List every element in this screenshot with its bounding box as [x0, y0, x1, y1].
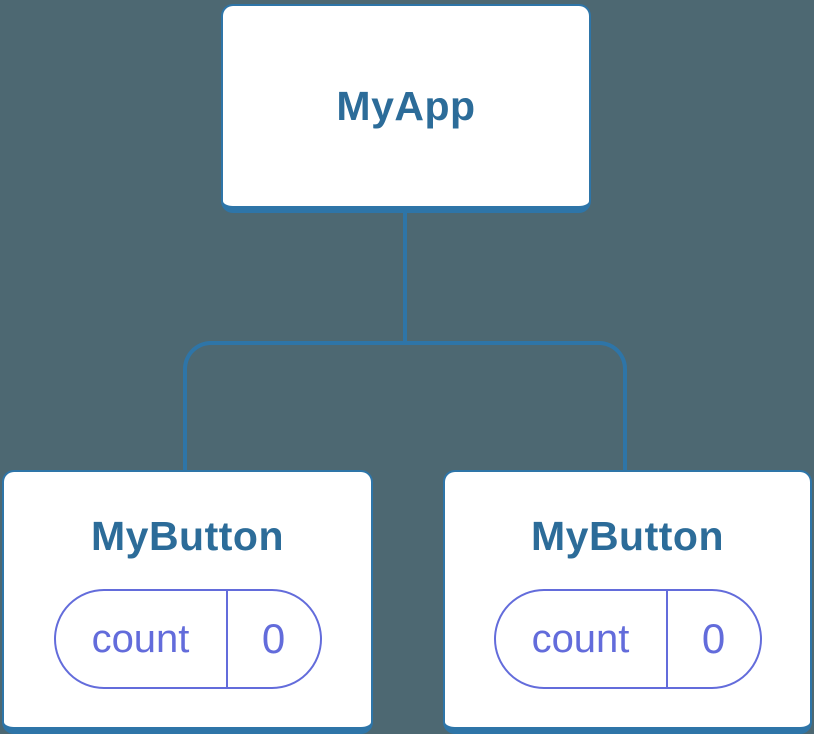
node-myapp-title: MyApp [336, 82, 476, 129]
state-pill: count 0 [53, 589, 322, 689]
node-mybutton-2: MyButton count 0 [443, 470, 812, 734]
connector-bracket [183, 341, 627, 473]
node-mybutton-1-title: MyButton [90, 513, 284, 559]
node-myapp: MyApp [221, 4, 591, 213]
state-value: 0 [665, 591, 760, 687]
node-mybutton-1: MyButton count 0 [2, 470, 373, 734]
state-value: 0 [225, 591, 320, 687]
connector-stem [403, 211, 407, 343]
state-key: count [531, 617, 630, 661]
state-pill: count 0 [493, 589, 762, 689]
node-mybutton-2-title: MyButton [530, 513, 724, 559]
state-key: count [91, 617, 190, 661]
